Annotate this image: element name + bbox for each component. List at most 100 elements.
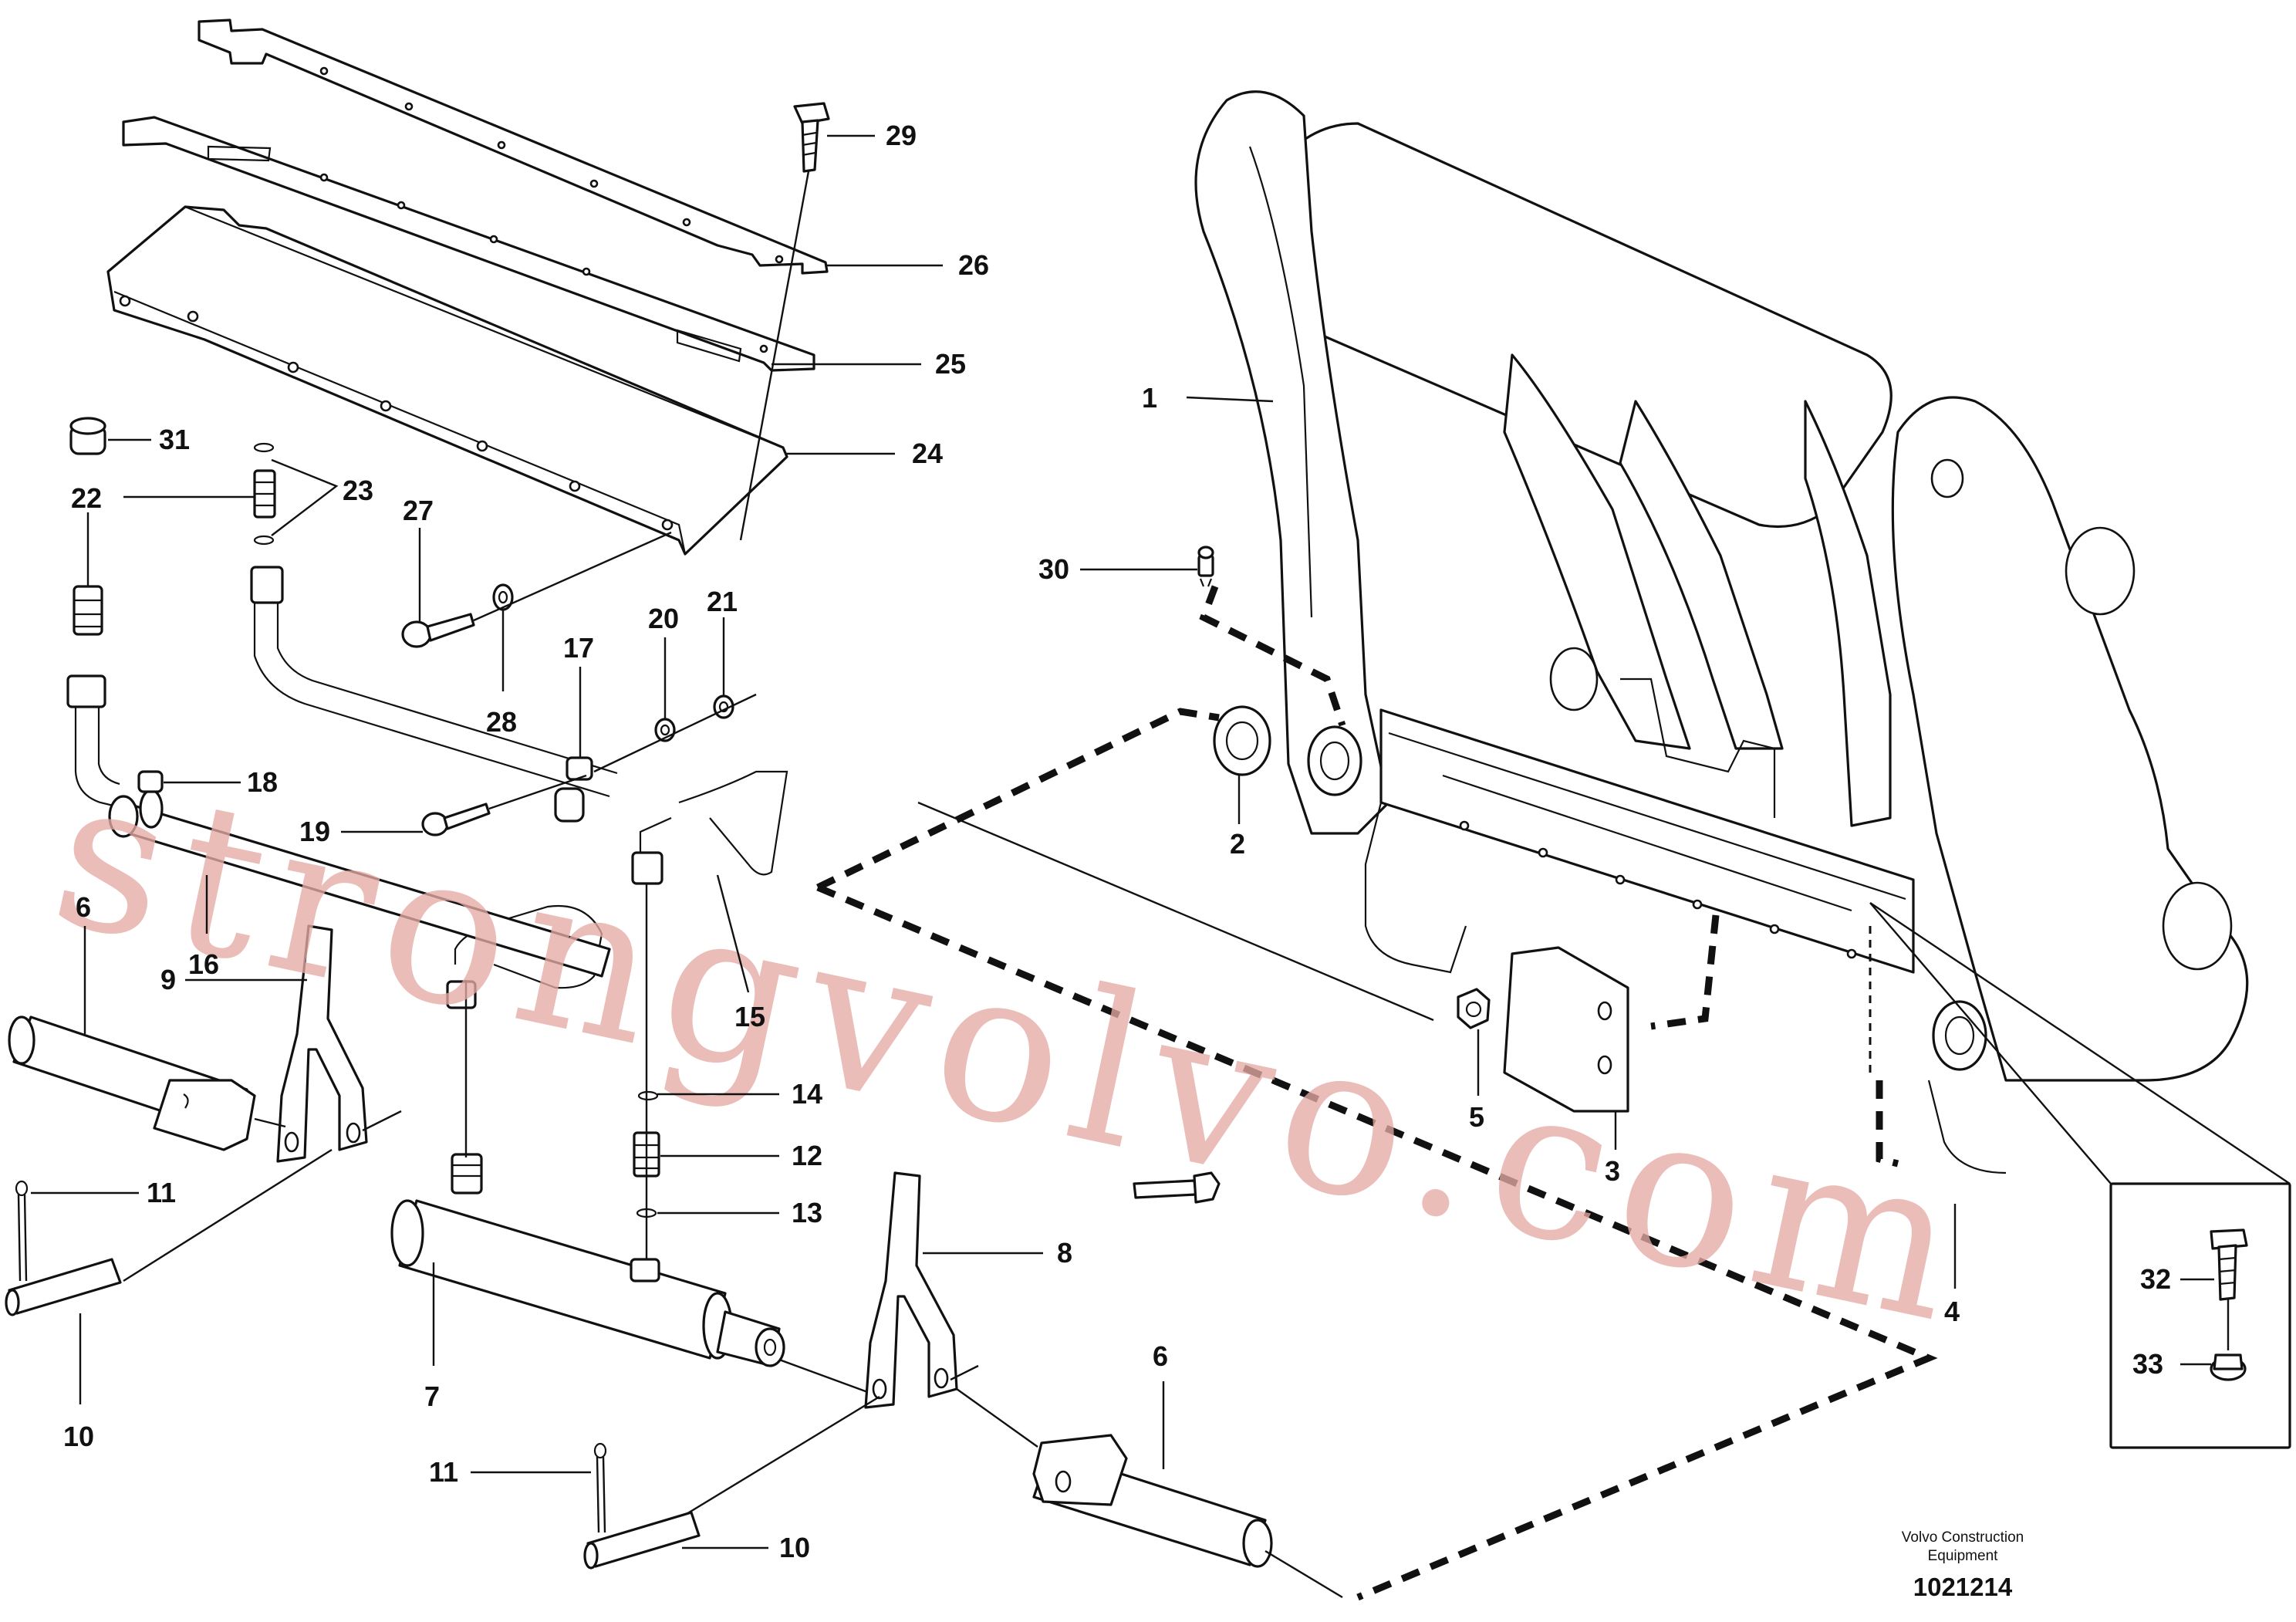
lever-8 bbox=[678, 1171, 979, 1520]
callout-6-left-label: 6 bbox=[76, 891, 91, 923]
callout-1: 1 bbox=[1142, 382, 1274, 414]
callout-33-label: 33 bbox=[2132, 1348, 2163, 1380]
callout-32: 32 bbox=[2140, 1263, 2214, 1295]
callout-32-label: 32 bbox=[2140, 1263, 2171, 1295]
plate-26 bbox=[198, 19, 829, 275]
callout-4-label: 4 bbox=[1944, 1296, 1960, 1327]
pipe-long-upper bbox=[250, 566, 618, 798]
callout-11-right-label: 11 bbox=[429, 1456, 458, 1488]
callout-5: 5 bbox=[1469, 1029, 1484, 1133]
callout-16-label: 16 bbox=[188, 948, 219, 980]
callout-14: 14 bbox=[657, 1078, 822, 1110]
callout-28-label: 28 bbox=[486, 706, 517, 738]
callout-12-label: 12 bbox=[792, 1140, 822, 1171]
bolt-4 bbox=[1133, 1171, 1221, 1204]
callout-3-label: 3 bbox=[1605, 1155, 1620, 1187]
callout-12: 12 bbox=[660, 1140, 822, 1171]
callout-10-right: 10 bbox=[682, 1532, 810, 1563]
callout-26: 26 bbox=[827, 249, 989, 281]
callout-9: 9 bbox=[160, 964, 307, 995]
clamp-17 bbox=[554, 756, 593, 823]
callout-30: 30 bbox=[1038, 553, 1197, 585]
callout-4: 4 bbox=[1944, 1204, 1960, 1327]
pin-10-left bbox=[5, 1258, 122, 1316]
lever-9 bbox=[123, 924, 402, 1282]
callout-13: 13 bbox=[657, 1197, 822, 1228]
pipe-left bbox=[66, 674, 120, 809]
callout-17: 17 bbox=[563, 632, 594, 758]
callout-19-label: 19 bbox=[299, 816, 330, 847]
brand-line-2: Equipment bbox=[1928, 1548, 1999, 1564]
callout-20: 20 bbox=[648, 603, 679, 719]
bolt-27-washer-28 bbox=[401, 531, 672, 648]
callout-11-left-label: 11 bbox=[147, 1177, 176, 1208]
cotter-pin-11-left bbox=[15, 1180, 29, 1282]
callout-17-label: 17 bbox=[563, 632, 594, 664]
callout-1-label: 1 bbox=[1142, 382, 1157, 414]
callout-27-label: 27 bbox=[403, 495, 434, 526]
clamp-18 bbox=[137, 770, 164, 793]
callout-18-label: 18 bbox=[247, 766, 278, 798]
callout-2-label: 2 bbox=[1230, 828, 1245, 860]
callout-10-left: 10 bbox=[63, 1313, 94, 1452]
callout-27: 27 bbox=[403, 495, 434, 622]
nut-5 bbox=[1457, 988, 1491, 1029]
callout-23-label: 23 bbox=[343, 475, 373, 506]
dashed-connectors bbox=[816, 585, 1938, 1601]
callout-21-label: 21 bbox=[707, 586, 738, 617]
seal-ring-2 bbox=[1213, 705, 1271, 776]
callout-3: 3 bbox=[1605, 1111, 1620, 1187]
pin-6-left bbox=[8, 1015, 286, 1151]
cylinder-7 bbox=[390, 980, 873, 1395]
callout-25: 25 bbox=[772, 348, 966, 380]
callout-24: 24 bbox=[785, 438, 943, 469]
cotter-pin-11-right bbox=[593, 1442, 607, 1533]
callout-5-label: 5 bbox=[1469, 1101, 1484, 1133]
pipe-loop-right bbox=[631, 770, 788, 885]
callout-8-label: 8 bbox=[1057, 1237, 1072, 1269]
tube-16 bbox=[108, 789, 611, 978]
bolt-32 bbox=[2210, 1228, 2248, 1350]
footer: Volvo Construction Equipment 1021214 bbox=[1902, 1529, 2024, 1601]
callout-18: 18 bbox=[164, 766, 278, 798]
frame-1 bbox=[1194, 90, 2249, 1174]
pin-6-right bbox=[956, 1388, 1343, 1599]
callout-29-label: 29 bbox=[886, 120, 917, 151]
callout-23: 23 bbox=[271, 458, 373, 536]
callout-15: 15 bbox=[716, 874, 765, 1032]
callout-9-label: 9 bbox=[160, 964, 176, 995]
bolt-19 bbox=[421, 774, 587, 836]
callout-31: 31 bbox=[108, 424, 190, 455]
callout-16: 16 bbox=[188, 875, 219, 980]
nipple-22 bbox=[73, 585, 103, 636]
callout-24-label: 24 bbox=[912, 438, 943, 469]
callout-22-label: 22 bbox=[71, 482, 102, 514]
callout-20-label: 20 bbox=[648, 603, 679, 634]
grease-nipple-30 bbox=[1197, 546, 1214, 587]
callout-10-left-label: 10 bbox=[63, 1421, 94, 1452]
callout-26-label: 26 bbox=[958, 249, 989, 281]
callout-10-right-label: 10 bbox=[779, 1532, 810, 1563]
pin-10-right bbox=[583, 1511, 701, 1570]
nut-33 bbox=[2210, 1353, 2247, 1381]
callout-25-label: 25 bbox=[935, 348, 966, 380]
callout-21: 21 bbox=[707, 586, 738, 696]
callout-19: 19 bbox=[299, 816, 423, 847]
callout-31-label: 31 bbox=[159, 424, 190, 455]
callout-13-label: 13 bbox=[792, 1197, 822, 1228]
spacer-31 bbox=[69, 417, 106, 455]
callout-11-left: 11 bbox=[31, 1177, 176, 1208]
bolt-29 bbox=[739, 102, 830, 541]
callout-7: 7 bbox=[424, 1262, 440, 1412]
detail-box bbox=[1869, 902, 2291, 1449]
callout-33: 33 bbox=[2132, 1348, 2211, 1380]
callout-30-label: 30 bbox=[1038, 553, 1069, 585]
callout-2: 2 bbox=[1230, 776, 1245, 860]
brand-line-1: Volvo Construction bbox=[1902, 1529, 2024, 1546]
callout-28: 28 bbox=[486, 610, 517, 738]
nipple-23 bbox=[253, 442, 276, 546]
plate-25 bbox=[122, 116, 815, 372]
callout-6-left: 6 bbox=[76, 891, 91, 1034]
